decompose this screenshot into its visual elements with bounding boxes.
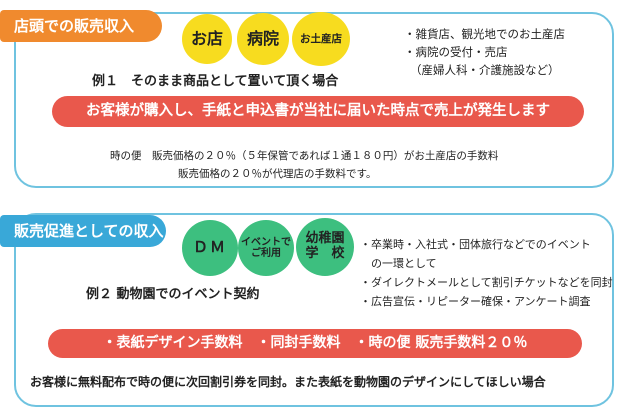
bullet-list-promotion: ・卒業時・入社式・団体旅行などでのイベント の一環として ・ダイレクトメールとし… [360,235,613,311]
bullet-item: ・ダイレクトメールとして割引チケットなどを同封 [360,276,613,289]
highlight-bar-fees: ・表紙デザイン手数料 ・同封手数料 ・時の便 販売手数料２０％ [48,329,582,358]
badge-kindergarten-school: 幼稚園 学 校 [296,218,354,276]
footer-note: お客様に無料配布で時の便に次回割引券を同封。また表紙を動物園のデザインにしてほし… [30,375,546,389]
badge-hospital: 病院 [237,13,289,65]
badge-direct-mail: ＤＭ [182,220,238,276]
example-heading-1: 例１ そのまま商品として置いて頂く場合 [92,74,339,89]
highlight-bar-sales-timing: お客様が購入し、手紙と申込書が当社に届いた時点で売上が発生します [52,96,584,127]
bullet-item: ・卒業時・入社式・団体旅行などでのイベント [360,238,591,251]
section-tag-promotion: 販売促進としての収入 [0,215,166,247]
badge-event-use: イベントで ご利用 [238,220,294,276]
section-tag-store-sales: 店頭での販売収入 [0,10,162,42]
bullet-item: （産婦人科・介護施設など） [410,63,560,77]
bullet-item: ・広告宣伝・リピーター確保・アンケート調査 [360,295,591,308]
fee-note-line-2: 販売価格の２０％が代理店の手数料です。 [178,168,377,180]
example-heading-2: 例２ 動物園でのイベント契約 [86,287,260,302]
fee-note-line-1: 時の便 販売価格の２０％（５年保管であれば１通１８０円）がお土産店の手数料 [110,150,499,162]
bullet-item: の一環として [360,257,437,270]
badge-souvenir-shop: お土産店 [292,12,350,66]
bullet-item: ・雑貨店、観光地でのお土産店 [404,27,565,41]
bullet-list-store: ・雑貨店、観光地でのお土産店 ・病院の受付・売店 （産婦人科・介護施設など） [404,25,565,79]
badge-shop: お店 [182,14,232,64]
bullet-item: ・病院の受付・売店 [404,45,508,59]
